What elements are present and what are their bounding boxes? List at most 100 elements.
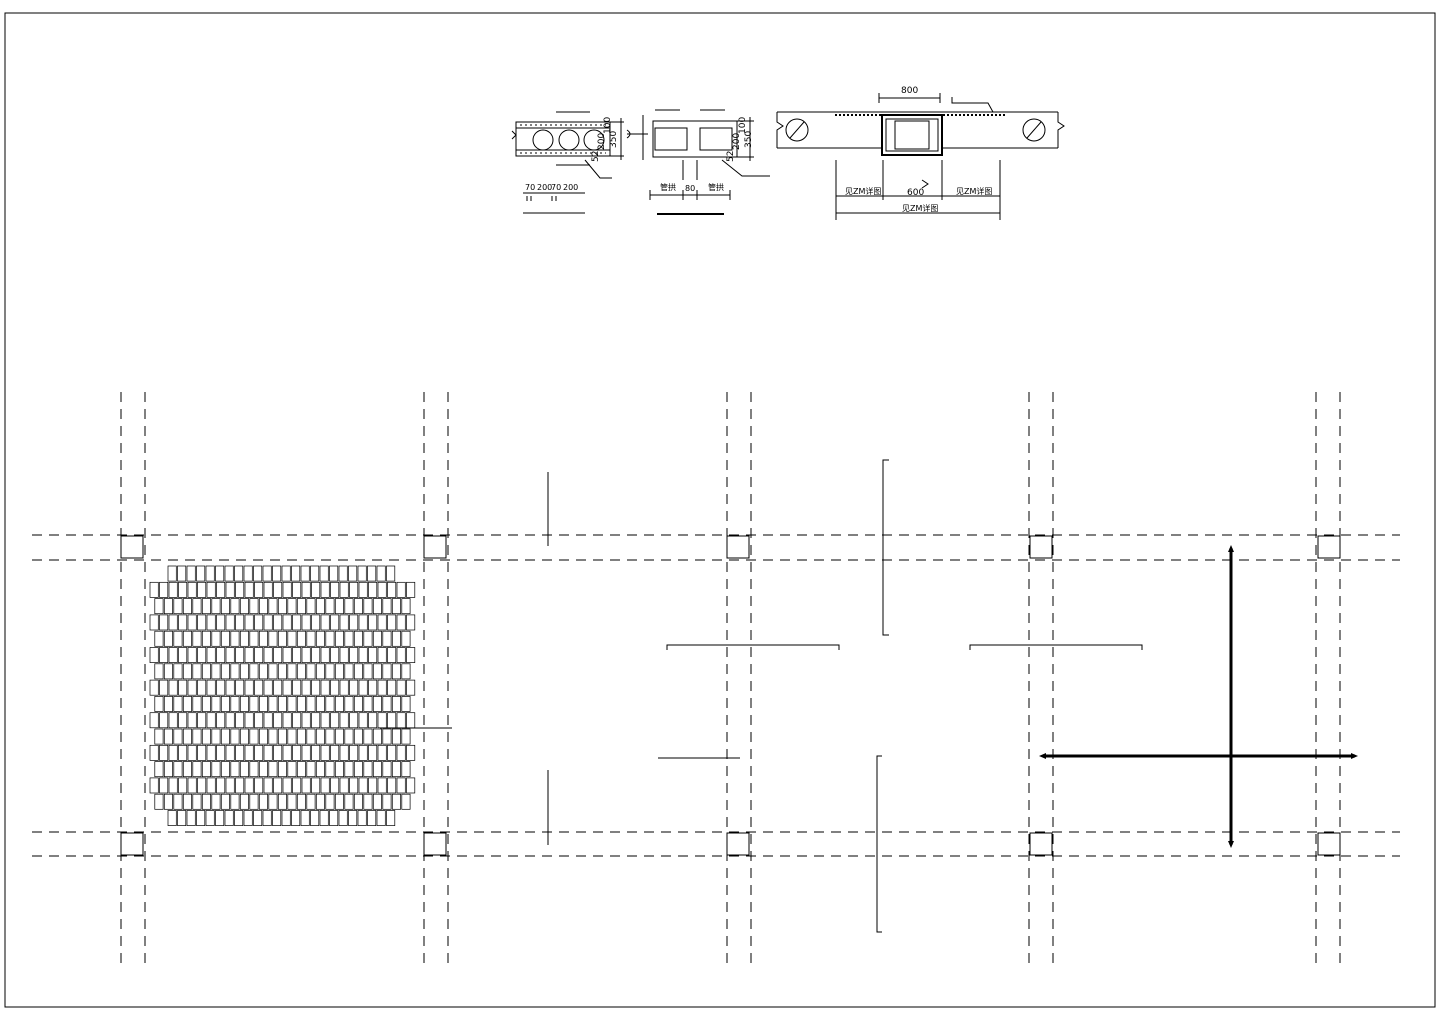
hollow-box-cell <box>391 696 401 712</box>
hollow-box-cell <box>368 744 378 761</box>
hollow-box-cell <box>334 761 344 778</box>
hollow-box-cell <box>220 630 230 647</box>
hollow-box-cell <box>235 647 245 663</box>
hollow-box-cell <box>258 793 268 810</box>
hollow-core <box>532 129 554 151</box>
hollow-box-cell <box>149 647 159 663</box>
hollow-box-cell <box>182 761 192 778</box>
hollow-box-cell <box>406 777 416 794</box>
hollow-box-cell <box>386 810 396 826</box>
hollow-box-cell <box>263 679 273 696</box>
hollow-box-cell <box>401 761 411 778</box>
hollow-core <box>785 118 809 142</box>
hollow-box-cell <box>296 793 306 810</box>
hollow-box-cell <box>358 777 368 794</box>
hollow-box-cell <box>353 598 363 615</box>
hollow-box-cell <box>272 565 282 582</box>
hollow-box-cell <box>163 630 173 647</box>
hollow-box-cell <box>262 810 272 826</box>
hollow-box-cell <box>357 565 367 582</box>
hollow-box-cell <box>319 810 329 826</box>
hollow-box-cell <box>301 614 311 631</box>
hollow-box-cell <box>296 761 306 778</box>
hollow-box-cell <box>368 614 378 631</box>
hollow-box-cell <box>167 810 177 826</box>
hollow-box-cell <box>253 810 263 826</box>
hollow-box-cell <box>363 598 373 615</box>
detail-ref-label: 见ZM详图 <box>845 186 881 196</box>
hollow-box-cell <box>263 712 273 729</box>
hollow-box-cell <box>292 679 302 696</box>
hollow-box-cell <box>320 679 330 696</box>
hollow-box-cell <box>254 712 264 729</box>
hollow-box-cell <box>358 744 368 761</box>
hollow-box-cell <box>268 598 278 615</box>
thickness-label: 52 <box>591 151 601 162</box>
hollow-box-cell <box>206 647 216 663</box>
dimension-mid: 600 <box>907 188 924 198</box>
hollow-box-cell <box>197 614 207 631</box>
hollow-box-cell <box>273 777 283 794</box>
hollow-box-cell <box>296 696 306 712</box>
hollow-box-cell <box>292 614 302 631</box>
hollow-box-cell <box>301 647 311 663</box>
hollow-box-cell <box>230 598 240 615</box>
hollow-box-cell <box>258 728 268 745</box>
hollow-box-cell <box>205 810 215 826</box>
hollow-box-cell <box>273 679 283 696</box>
hollow-box-cell <box>306 728 316 745</box>
hollow-box-cell <box>315 793 325 810</box>
hollow-box-cell <box>201 663 211 680</box>
hollow-box-cell <box>168 712 178 729</box>
hollow-box-cell <box>206 614 216 631</box>
hollow-box-cell <box>358 712 368 729</box>
hollow-box-cell <box>173 663 183 680</box>
hollow-box-cell <box>287 728 297 745</box>
axis-grid <box>32 392 1400 970</box>
slab-outline <box>515 121 611 157</box>
hollow-box-cell <box>268 793 278 810</box>
hollow-box-cell <box>382 663 392 680</box>
hollow-box-cell <box>163 598 173 615</box>
hollow-box-cell <box>243 810 253 826</box>
hollow-box-cell <box>315 728 325 745</box>
hollow-box-cell <box>368 679 378 696</box>
hollow-box-cell <box>159 679 169 696</box>
detail-section-right: 800 600 见ZM详图 见ZM详图 见ZM详图 <box>776 86 1065 220</box>
hollow-box-cell <box>382 696 392 712</box>
hollow-box-cell <box>186 810 196 826</box>
hollow-box-cell <box>334 728 344 745</box>
hollow-box-cell <box>292 777 302 794</box>
hollow-box-cell <box>196 565 206 582</box>
hollow-box-cell <box>296 630 306 647</box>
hollow-core <box>1022 118 1046 142</box>
hollow-box-cell <box>211 663 221 680</box>
hollow-box-cell <box>244 614 254 631</box>
hollow-box-cell <box>178 777 188 794</box>
hollow-box-cell <box>372 761 382 778</box>
column <box>1029 832 1053 856</box>
hollow-box-cell <box>325 793 335 810</box>
hollow-box-cell <box>273 581 283 598</box>
hollow-box-cell <box>182 696 192 712</box>
sheet-border <box>4 12 1436 1008</box>
hollow-box-cell <box>391 728 401 745</box>
hollow-box-cell <box>277 728 287 745</box>
hollow-box-cell <box>338 565 348 582</box>
hollow-box-cell <box>330 744 340 761</box>
hollow-box-cell <box>349 777 359 794</box>
hollow-box-cell <box>387 712 397 729</box>
hollow-box-cell <box>368 777 378 794</box>
hollow-box-cell <box>254 679 264 696</box>
hollow-box-cell <box>344 728 354 745</box>
hollow-box-cell <box>182 598 192 615</box>
hollow-box-cell <box>211 793 221 810</box>
hollow-box-cell <box>287 663 297 680</box>
hollow-box-cell <box>258 663 268 680</box>
hollow-box-cell <box>330 712 340 729</box>
hollow-box-cell <box>168 647 178 663</box>
hollow-box-cell <box>230 696 240 712</box>
hollow-box-cell <box>149 614 159 631</box>
column <box>1317 535 1341 559</box>
hollow-box-cell <box>406 744 416 761</box>
